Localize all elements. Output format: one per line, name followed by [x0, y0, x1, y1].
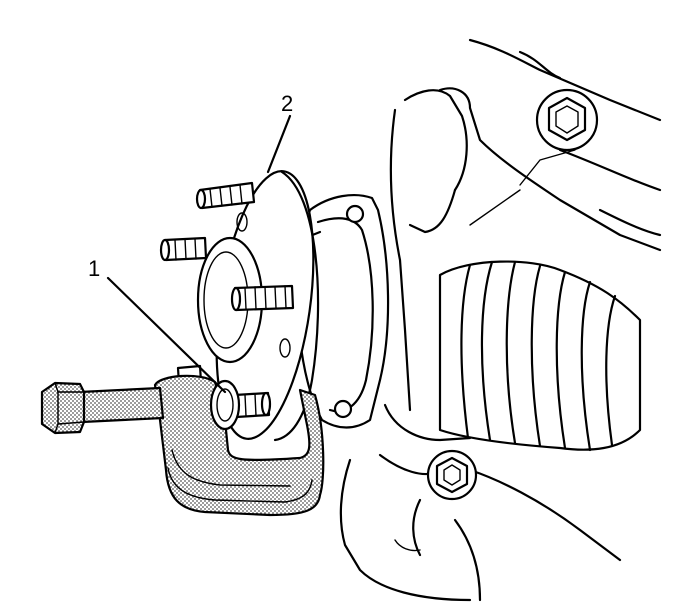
upper-bolt: [535, 88, 599, 152]
leader-line-2: [266, 114, 292, 174]
cv-boot: [438, 260, 642, 452]
callout-leaders: [106, 114, 292, 394]
wheel-studs: [159, 181, 295, 419]
callout-label-1: 1: [88, 256, 101, 281]
stud-removal-tool: [40, 374, 325, 517]
steering-knuckle: [339, 38, 662, 602]
lower-bolt: [426, 449, 478, 501]
bearing-flange: [295, 194, 390, 429]
callout-label-2: 2: [281, 91, 294, 116]
leader-line-1: [106, 276, 227, 394]
